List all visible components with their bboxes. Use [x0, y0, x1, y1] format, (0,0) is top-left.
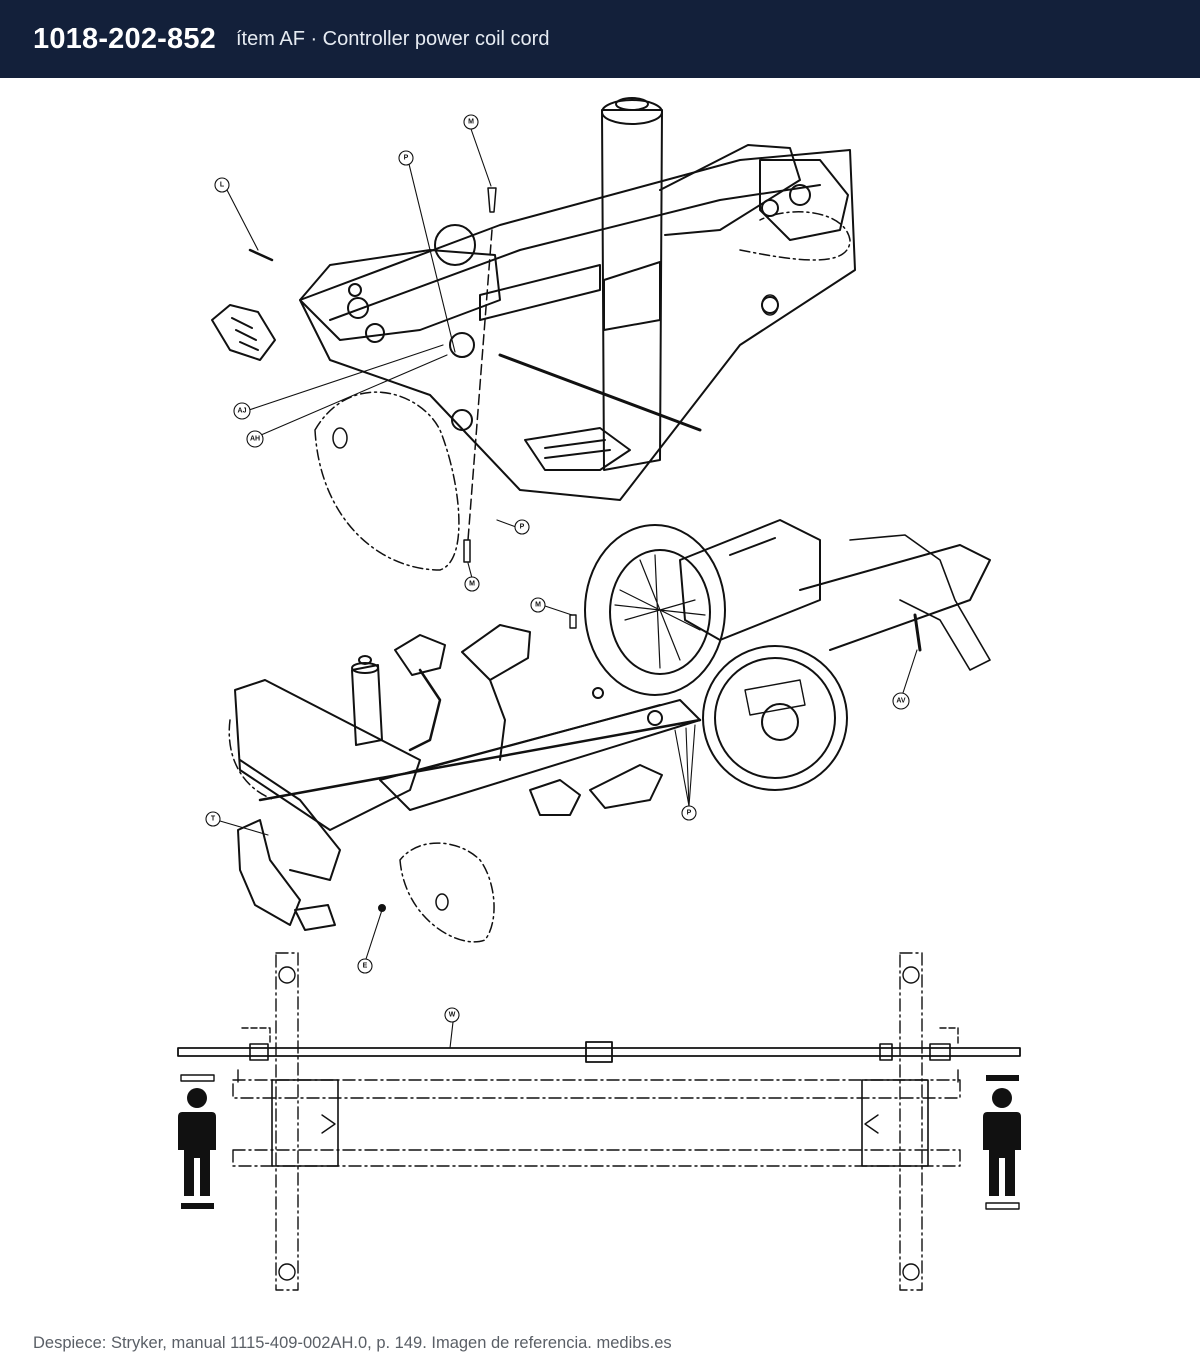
source-caption: Despiece: Stryker, manual 1115-409-002AH…: [33, 1334, 672, 1352]
middle-chassis-assembly: [228, 519, 991, 943]
callout-T: T: [211, 816, 216, 823]
title-bar: 1018-202-852 ítem AF · Controller power …: [0, 0, 1200, 78]
item-description: ítem AF · Controller power coil cord: [236, 27, 550, 50]
callout-M-middle: M: [535, 602, 541, 609]
operator-symbol-left: [178, 1074, 216, 1209]
callout-AV: AV: [896, 698, 906, 705]
callout-E: E: [363, 963, 368, 970]
bottom-top-view-frame: [177, 952, 1021, 1291]
part-number: 1018-202-852: [33, 22, 216, 55]
callout-leaders: [219, 128, 918, 1049]
callout-L: L: [220, 182, 225, 189]
top-base-assembly: [211, 97, 856, 571]
callout-P-lower: P: [520, 524, 525, 531]
operator-symbol-right: [983, 1075, 1021, 1210]
callout-W: W: [449, 1012, 456, 1019]
callout-M-top: M: [468, 119, 474, 126]
callout-AH: AH: [250, 436, 260, 443]
callout-bubbles: [205, 114, 910, 1023]
exploded-parts-diagram: L P M AJ AH P M M AV T P E W: [177, 97, 1021, 1291]
callout-P-top: P: [404, 155, 409, 162]
callout-AJ: AJ: [238, 408, 247, 415]
callout-M-lower: M: [469, 581, 475, 588]
callout-P-middle: P: [687, 810, 692, 817]
